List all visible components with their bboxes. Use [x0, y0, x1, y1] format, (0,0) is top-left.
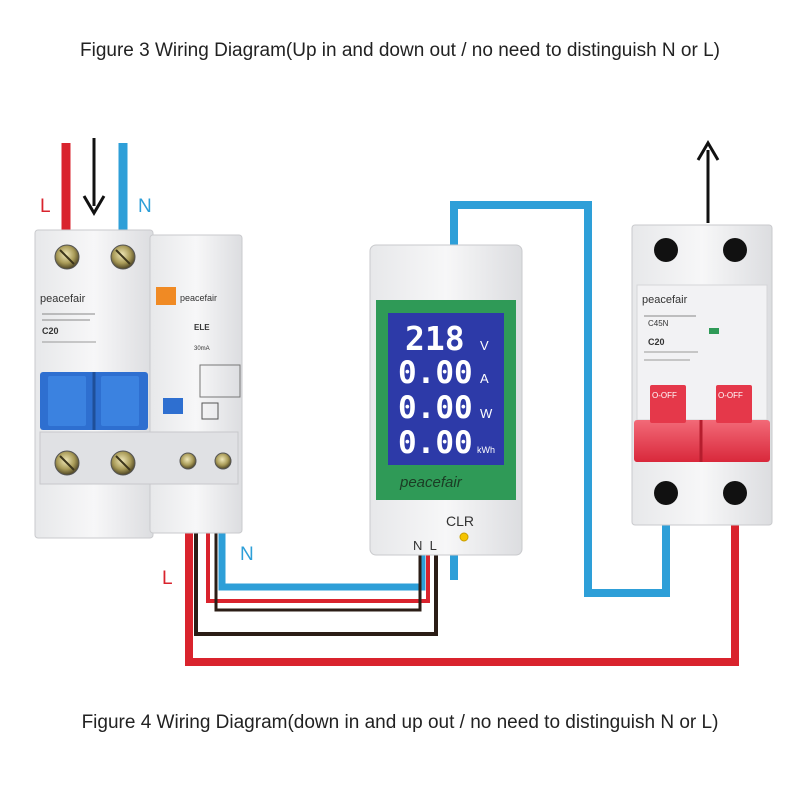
right-breaker-brand: peacefair	[642, 294, 688, 306]
reading-energy-unit: kWh	[477, 445, 495, 455]
terminal-screw-icon	[54, 244, 80, 270]
reading-current-value: 0.00	[398, 355, 473, 391]
energy-meter: 218 V 0.00 A 0.00 W 0.00 kWh peacefair C…	[369, 244, 523, 556]
arrow-down-icon	[82, 138, 106, 216]
right-breaker-bottom-terminal	[723, 481, 747, 505]
terminal-screw-icon	[110, 244, 136, 270]
signal-wire-1	[194, 470, 438, 636]
right-breaker-top-terminal	[723, 238, 747, 262]
right-breaker-off-label-1: O-OFF	[652, 391, 677, 400]
reading-power-value: 0.00	[398, 390, 473, 426]
right-breaker-off-label-2: O-OFF	[718, 391, 743, 400]
status-indicator	[709, 328, 719, 334]
live-in-to-meter-wire	[206, 470, 430, 603]
terminal-screw-icon	[110, 450, 136, 476]
left-breaker: peacefair C20 peacefair ELE 30mA	[34, 229, 243, 539]
terminal-screw-icon	[214, 452, 232, 470]
reading-energy-value: 0.00	[398, 425, 473, 461]
right-breaker-model: C20	[648, 337, 665, 347]
lcd-screen	[388, 313, 504, 465]
output-live-label: L	[162, 568, 173, 589]
rcd-orange-badge	[156, 287, 176, 305]
rcd-test-button[interactable]	[163, 398, 183, 414]
left-breaker-brand: peacefair	[40, 293, 86, 305]
clr-button[interactable]	[459, 532, 469, 542]
left-breaker-model: C20	[42, 326, 59, 336]
reading-current-unit: A	[480, 371, 489, 386]
output-neutral-label: N	[240, 544, 254, 565]
rcd-model: ELE	[194, 323, 210, 332]
rcd-rating: 30mA	[194, 346, 210, 352]
rcd-brand: peacefair	[180, 293, 217, 303]
reading-power-unit: W	[480, 406, 493, 421]
meter-brand: peacefair	[399, 474, 463, 491]
right-breaker-bottom-terminal	[654, 481, 678, 505]
right-breaker: peacefair C45N C20 O-OFF O-OFF	[631, 224, 773, 526]
reading-voltage-unit: V	[480, 338, 489, 353]
input-live-label: L	[40, 196, 51, 217]
right-breaker-series: C45N	[648, 319, 669, 328]
top-caption: Figure 3 Wiring Diagram(Up in and down o…	[80, 40, 720, 61]
terminal-screw-icon	[179, 452, 197, 470]
bottom-caption: Figure 4 Wiring Diagram(down in and up o…	[81, 712, 719, 733]
reading-voltage-value: 218	[405, 319, 465, 358]
meter-terminal-labels: N L	[413, 538, 437, 553]
input-neutral-label: N	[138, 196, 152, 217]
terminal-screw-icon	[54, 450, 80, 476]
signal-wire-2	[214, 470, 422, 612]
live-out-wire	[185, 470, 739, 666]
arrow-up-icon	[696, 140, 720, 223]
right-breaker-top-terminal	[654, 238, 678, 262]
clr-label: CLR	[446, 513, 474, 529]
